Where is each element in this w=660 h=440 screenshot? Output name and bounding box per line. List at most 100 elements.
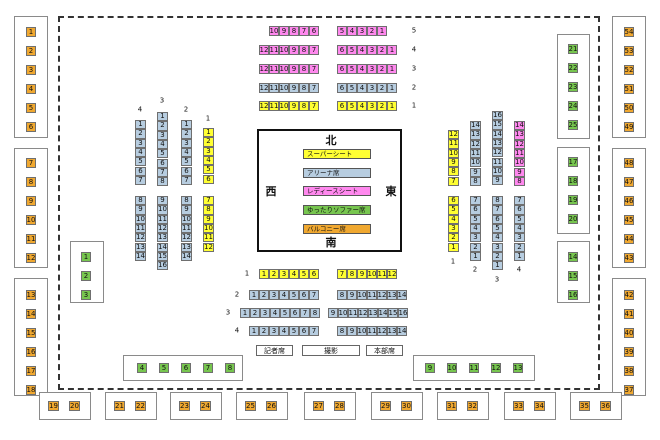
- south-seat[interactable]: 7: [309, 290, 319, 300]
- balcony-seat[interactable]: 53: [624, 46, 634, 56]
- balcony-seat[interactable]: 49: [624, 122, 634, 132]
- south-seat[interactable]: 7: [337, 269, 347, 279]
- relax-seat[interactable]: 7: [203, 363, 213, 373]
- west-seat[interactable]: 7: [181, 175, 192, 186]
- south-seat[interactable]: 15: [388, 308, 398, 318]
- south-seat[interactable]: 11: [367, 326, 377, 336]
- east-seat[interactable]: 5: [514, 214, 525, 224]
- west-seat[interactable]: 8: [135, 196, 146, 206]
- east-seat[interactable]: 2: [492, 251, 503, 262]
- east-seat[interactable]: 16: [492, 111, 503, 121]
- east-seat[interactable]: 13: [492, 138, 503, 149]
- balcony-seat[interactable]: 9: [26, 196, 36, 206]
- north-seat[interactable]: 7: [299, 26, 309, 36]
- east-seat[interactable]: 14: [470, 121, 481, 131]
- east-seat[interactable]: 12: [514, 139, 525, 149]
- east-seat[interactable]: 1: [514, 251, 525, 262]
- west-seat[interactable]: 9: [157, 196, 168, 206]
- south-seat[interactable]: 14: [378, 308, 388, 318]
- north-seat[interactable]: 10: [279, 64, 289, 74]
- south-seat[interactable]: 10: [338, 308, 348, 318]
- balcony-seat[interactable]: 13: [26, 290, 36, 300]
- north-seat[interactable]: 8: [299, 45, 309, 55]
- east-seat[interactable]: 6: [514, 205, 525, 215]
- west-seat[interactable]: 1: [157, 112, 168, 122]
- east-seat[interactable]: 9: [492, 176, 503, 186]
- north-seat[interactable]: 5: [347, 83, 357, 93]
- relax-seat[interactable]: 18: [568, 176, 578, 186]
- east-seat[interactable]: 15: [492, 120, 503, 130]
- relax-seat[interactable]: 1: [81, 252, 91, 262]
- east-seat[interactable]: 11: [492, 157, 503, 167]
- north-seat[interactable]: 9: [289, 45, 299, 55]
- south-seat[interactable]: 13: [387, 290, 397, 300]
- south-seat[interactable]: 8: [337, 326, 347, 336]
- balcony-seat[interactable]: 42: [624, 290, 634, 300]
- north-seat[interactable]: 12: [259, 45, 269, 55]
- north-seat[interactable]: 9: [279, 26, 289, 36]
- east-seat[interactable]: 1: [492, 261, 503, 271]
- east-seat[interactable]: 3: [448, 223, 459, 234]
- balcony-seat[interactable]: 50: [624, 103, 634, 113]
- west-seat[interactable]: 7: [203, 196, 214, 206]
- north-seat[interactable]: 2: [377, 45, 387, 55]
- west-seat[interactable]: 4: [157, 139, 168, 150]
- east-seat[interactable]: 10: [492, 166, 503, 177]
- balcony-seat[interactable]: 22: [135, 401, 146, 411]
- south-seat[interactable]: 7: [300, 308, 310, 318]
- east-seat[interactable]: 11: [514, 148, 525, 159]
- east-seat[interactable]: 11: [470, 148, 481, 159]
- west-seat[interactable]: 13: [181, 242, 192, 252]
- west-seat[interactable]: 13: [157, 233, 168, 243]
- north-seat[interactable]: 11: [269, 45, 279, 55]
- north-seat[interactable]: 10: [279, 101, 289, 111]
- south-seat[interactable]: 2: [269, 269, 279, 279]
- north-seat[interactable]: 9: [289, 83, 299, 93]
- north-seat[interactable]: 10: [269, 26, 279, 36]
- north-seat[interactable]: 8: [289, 26, 299, 36]
- north-seat[interactable]: 9: [289, 101, 299, 111]
- balcony-seat[interactable]: 54: [624, 27, 634, 37]
- south-seat[interactable]: 10: [357, 326, 367, 336]
- balcony-seat[interactable]: 47: [624, 177, 634, 187]
- balcony-seat[interactable]: 7: [26, 158, 36, 168]
- north-seat[interactable]: 12: [259, 101, 269, 111]
- balcony-seat[interactable]: 46: [624, 196, 634, 206]
- east-seat[interactable]: 14: [492, 129, 503, 139]
- east-seat[interactable]: 3: [514, 233, 525, 243]
- east-seat[interactable]: 2: [448, 233, 459, 243]
- balcony-seat[interactable]: 3: [26, 65, 36, 75]
- south-seat[interactable]: 9: [347, 290, 357, 300]
- balcony-seat[interactable]: 5: [26, 103, 36, 113]
- west-seat[interactable]: 1: [181, 120, 192, 130]
- east-seat[interactable]: 10: [448, 148, 459, 158]
- west-seat[interactable]: 5: [203, 165, 214, 175]
- north-seat[interactable]: 10: [279, 83, 289, 93]
- east-seat[interactable]: 7: [448, 176, 459, 186]
- east-seat[interactable]: 7: [470, 196, 481, 206]
- balcony-seat[interactable]: 26: [266, 401, 277, 411]
- west-seat[interactable]: 7: [157, 167, 168, 178]
- relax-seat[interactable]: 22: [568, 63, 578, 73]
- north-seat[interactable]: 3: [357, 26, 367, 36]
- west-seat[interactable]: 7: [135, 175, 146, 186]
- balcony-seat[interactable]: 43: [624, 253, 634, 263]
- relax-seat[interactable]: 19: [568, 195, 578, 205]
- west-seat[interactable]: 10: [203, 223, 214, 234]
- north-seat[interactable]: 1: [387, 64, 397, 74]
- balcony-seat[interactable]: 18: [26, 385, 36, 395]
- north-seat[interactable]: 2: [377, 83, 387, 93]
- east-seat[interactable]: 5: [492, 223, 503, 234]
- relax-seat[interactable]: 15: [568, 271, 578, 281]
- west-seat[interactable]: 14: [181, 251, 192, 262]
- east-seat[interactable]: 9: [470, 167, 481, 177]
- relax-seat[interactable]: 10: [447, 363, 457, 373]
- balcony-seat[interactable]: 38: [624, 366, 634, 376]
- relax-seat[interactable]: 2: [81, 271, 91, 281]
- north-seat[interactable]: 2: [377, 64, 387, 74]
- north-seat[interactable]: 1: [387, 101, 397, 111]
- east-seat[interactable]: 8: [448, 167, 459, 177]
- balcony-seat[interactable]: 8: [26, 177, 36, 187]
- south-seat[interactable]: 9: [328, 308, 338, 318]
- east-seat[interactable]: 1: [470, 251, 481, 262]
